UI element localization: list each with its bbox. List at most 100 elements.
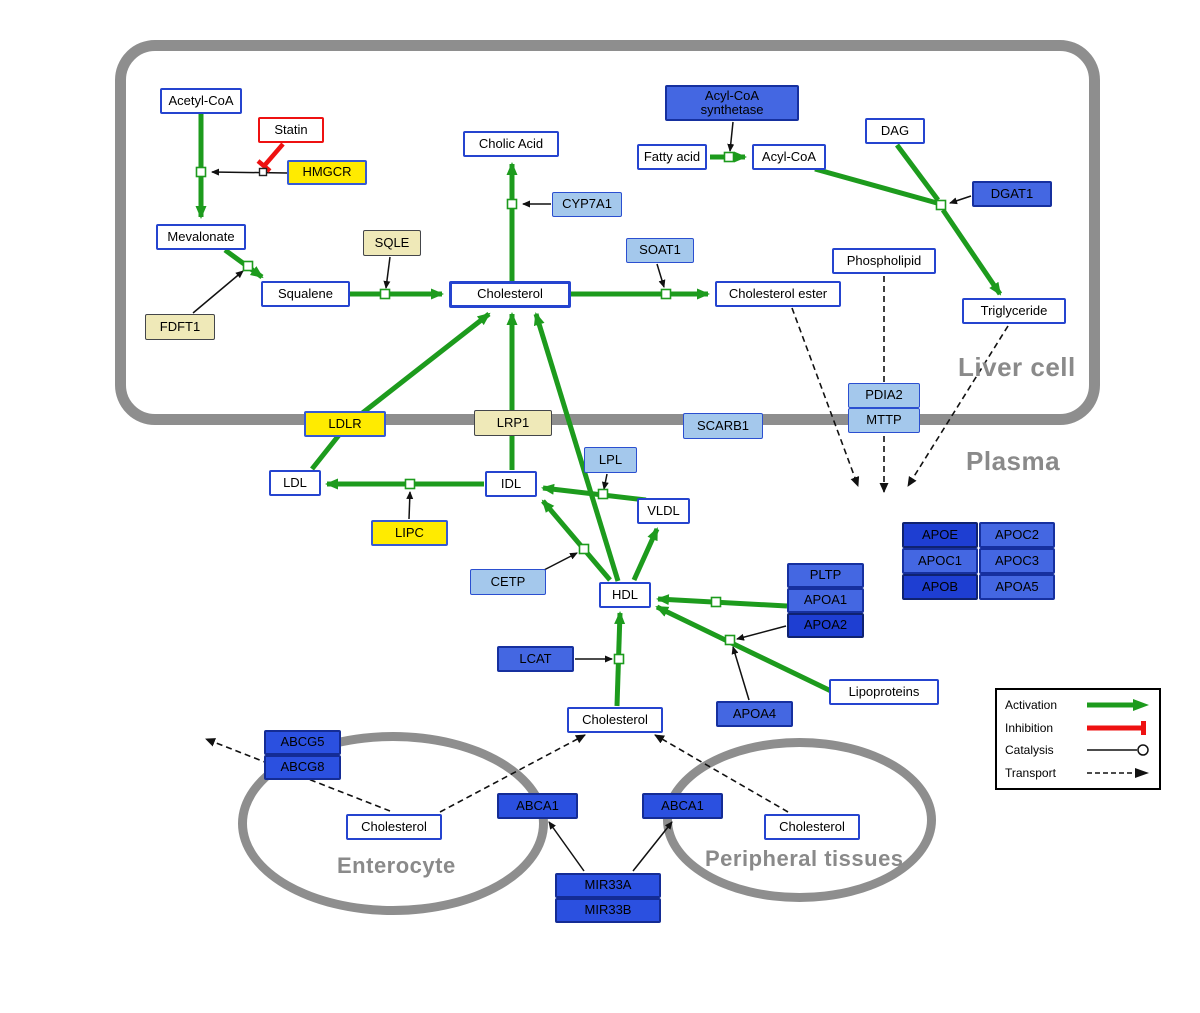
legend-row-transport: Transport: [1005, 765, 1151, 781]
node-fdft1[interactable]: FDFT1: [145, 314, 215, 340]
cat-apoa4: [731, 646, 750, 701]
node-lpl[interactable]: LPL: [584, 447, 637, 473]
node-scarb1[interactable]: SCARB1: [683, 413, 763, 439]
node-apoc1[interactable]: APOC1: [902, 548, 978, 574]
node-mevalonate[interactable]: Mevalonate: [156, 224, 246, 250]
node-squalene[interactable]: Squalene: [261, 281, 350, 307]
peripheral-tissues-membrane: [663, 738, 936, 902]
node-apoc2[interactable]: APOC2: [979, 522, 1055, 548]
node-idl[interactable]: IDL: [485, 471, 537, 497]
legend-row-activation: Activation: [1005, 697, 1151, 713]
node-lrp1[interactable]: LRP1: [474, 410, 552, 436]
label-plasma: Plasma: [966, 446, 1061, 476]
node-hdl[interactable]: HDL: [599, 582, 651, 608]
node-abcg8[interactable]: ABCG8: [264, 755, 341, 780]
node-apoa5[interactable]: APOA5: [979, 574, 1055, 600]
legend-catalysis-label: Catalysis: [1005, 743, 1054, 758]
node-vldl[interactable]: VLDL: [637, 498, 690, 524]
node-ldlr[interactable]: LDLR: [304, 411, 386, 437]
node-acetyl-coa[interactable]: Acetyl-CoA: [160, 88, 242, 114]
legend-transport-label: Transport: [1005, 765, 1056, 780]
edge-hdl-idl: [541, 499, 612, 582]
node-cetp[interactable]: CETP: [470, 569, 546, 595]
cat-fdft1: [192, 270, 244, 314]
node-soat1[interactable]: SOAT1: [626, 238, 694, 263]
node-mir33b[interactable]: MIR33B: [555, 898, 661, 923]
node-triglyceride[interactable]: Triglyceride: [962, 298, 1066, 324]
node-lipc[interactable]: LIPC: [371, 520, 448, 546]
edge-dag-dgat-junction: [894, 143, 941, 202]
edge-vldl-idl: [541, 483, 647, 503]
transport-enterocyte-to-plasma-cholesterol: [439, 734, 586, 813]
node-dgat1[interactable]: DGAT1: [972, 181, 1052, 207]
node-sqle[interactable]: SQLE: [363, 230, 421, 256]
node-apoa2[interactable]: APOA2: [787, 613, 864, 638]
edge-acylcoa-dgat-junction: [814, 166, 938, 206]
node-statin[interactable]: Statin: [258, 117, 324, 143]
node-mttp[interactable]: MTTP: [848, 408, 920, 433]
node-cholesterol-enterocyte[interactable]: Cholesterol: [346, 814, 442, 840]
node-abca1-peripheral[interactable]: ABCA1: [642, 793, 723, 819]
node-mir33a[interactable]: MIR33A: [555, 873, 661, 898]
node-lipoproteins[interactable]: Lipoproteins: [829, 679, 939, 705]
cat-cetp: [543, 552, 578, 571]
node-apoa1[interactable]: APOA1: [787, 588, 864, 613]
node-hmgcr[interactable]: HMGCR: [287, 160, 367, 185]
node-acyl-coa[interactable]: Acyl-CoA: [752, 144, 826, 170]
transport-triglyceride: [907, 325, 1009, 487]
activation-edges: [195, 114, 1003, 707]
edge-ldl-ldlr-cholesterol: [310, 312, 491, 471]
edge-dgat-junction-triglyceride: [940, 208, 1003, 296]
node-apob[interactable]: APOB: [902, 574, 978, 600]
node-ldl[interactable]: LDL: [269, 470, 321, 496]
enterocyte-membrane: [238, 732, 548, 915]
label-liver-cell: Liver cell: [958, 352, 1076, 382]
node-pdia2[interactable]: PDIA2: [848, 383, 920, 408]
node-pltp[interactable]: PLTP: [787, 563, 864, 588]
inhibition-edges: [256, 142, 285, 173]
activation-symbol: [1087, 699, 1149, 712]
node-cholesterol-ester[interactable]: Cholesterol ester: [715, 281, 841, 307]
node-abcg5[interactable]: ABCG5: [264, 730, 341, 755]
cat-acylcoa-synthetase: [727, 121, 735, 152]
arrow-mir33-abca1-enterocyte: [548, 821, 585, 872]
node-cholic-acid[interactable]: Cholic Acid: [463, 131, 559, 157]
transport-edges: [205, 276, 1009, 813]
edge-apoa-stack-hdl: [656, 594, 788, 609]
node-acyl-coa-synthetase[interactable]: Acyl-CoA synthetase: [665, 85, 799, 121]
node-apoe[interactable]: APOE: [902, 522, 978, 548]
node-apoc3[interactable]: APOC3: [979, 548, 1055, 574]
node-phospholipid[interactable]: Phospholipid: [832, 248, 936, 274]
transport-peripheral-to-plasma-cholesterol: [654, 734, 789, 813]
catalysis-edges: [192, 121, 972, 872]
edge-lipoproteins-hdl: [655, 604, 833, 694]
transport-enterocyte-efflux-abcg: [205, 738, 391, 812]
legend-row-catalysis: Catalysis: [1005, 742, 1151, 758]
cat-lpl: [601, 473, 609, 490]
node-abca1-enterocyte[interactable]: ABCA1: [497, 793, 578, 819]
node-cholesterol-liver[interactable]: Cholesterol: [449, 281, 571, 308]
legend-activation-label: Activation: [1005, 698, 1058, 713]
node-apoa4[interactable]: APOA4: [716, 701, 793, 727]
transport-symbol: [1087, 767, 1149, 778]
label-peripheral-tissues: Peripheral tissues: [705, 846, 904, 871]
cat-hmgcr: [211, 168, 288, 176]
liver-cell-membrane: [115, 40, 1100, 425]
transport-cholesterylester: [791, 307, 860, 487]
node-lcat[interactable]: LCAT: [497, 646, 574, 672]
node-dag[interactable]: DAG: [865, 118, 925, 144]
legend-inhibition-label: Inhibition: [1005, 720, 1054, 735]
arrow-mir33-abca1-peripheral: [632, 821, 673, 872]
catalysis-symbol: [1087, 744, 1149, 756]
node-cyp7a1[interactable]: CYP7A1: [552, 192, 622, 217]
edge-hdl-cholesterol: [533, 312, 621, 582]
node-fatty-acid[interactable]: Fatty acid: [637, 144, 707, 170]
cat-apoa2-stack: [736, 625, 787, 641]
inhibition-statin-bar: [256, 159, 272, 173]
node-cholesterol-plasma[interactable]: Cholesterol: [567, 707, 663, 733]
node-cholesterol-peripheral[interactable]: Cholesterol: [764, 814, 860, 840]
cat-lipc: [406, 491, 414, 520]
cat-soat1: [656, 263, 666, 288]
